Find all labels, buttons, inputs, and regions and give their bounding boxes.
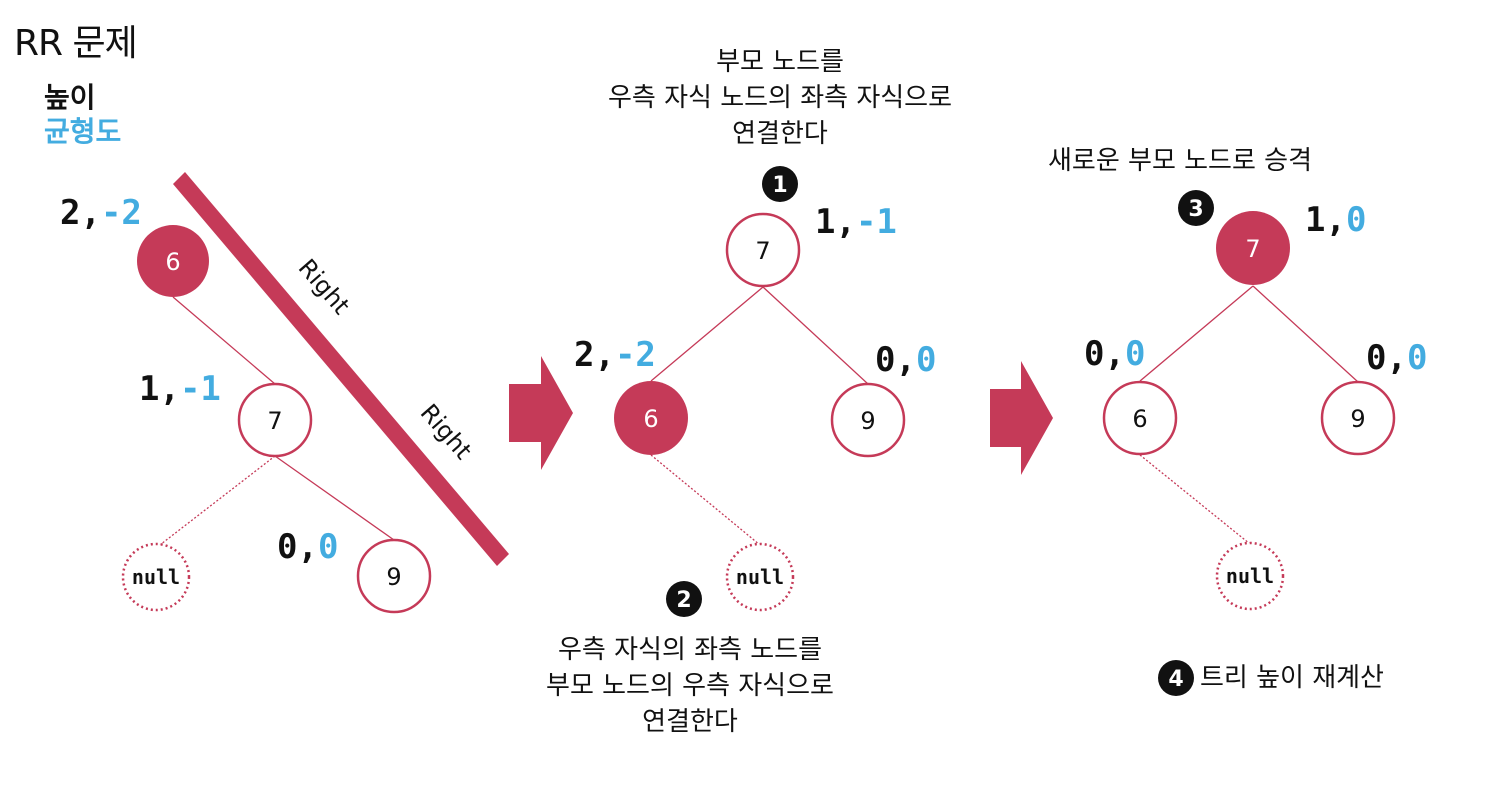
page-title: RR 문제 — [14, 23, 138, 64]
arrow-right-2 — [990, 361, 1053, 475]
hb-after-7: 1,0 — [1305, 200, 1367, 240]
edge-7-9 — [274, 455, 395, 541]
step-2-caption: 우측 자식의 좌측 노드를 부모 노드의 우측 자식으로 연결한다 — [500, 632, 880, 740]
node-9 — [830, 382, 906, 458]
node-9-label: 9 — [1350, 405, 1365, 433]
node-6 — [137, 225, 209, 297]
hb-middle-7: 1,-1 — [815, 202, 897, 242]
rotation-label-1: Right — [293, 254, 356, 320]
tree-middle: 7 6 9 null — [614, 212, 906, 612]
step-marker-3: 3 — [1178, 190, 1214, 226]
node-7-label: 7 — [1245, 235, 1260, 263]
svg-text:3: 3 — [1188, 197, 1203, 222]
hb-before-9: 0,0 — [277, 527, 339, 567]
arrow-right-1 — [509, 356, 573, 470]
node-6-label: 6 — [1132, 405, 1147, 433]
edge-7-6 — [1139, 285, 1254, 382]
legend-height: 높이 — [44, 81, 96, 114]
node-9 — [356, 538, 432, 614]
hb-after-9: 0,0 — [1366, 338, 1428, 378]
edge-7-9 — [762, 286, 869, 385]
node-6-label: 6 — [165, 248, 180, 276]
node-9-label: 9 — [386, 563, 401, 591]
edge-7-6 — [650, 286, 764, 382]
legend-balance: 균형도 — [44, 115, 122, 148]
step-marker-2: 2 — [666, 581, 702, 617]
null-node — [725, 542, 795, 612]
node-6-label: 6 — [643, 405, 658, 433]
hb-after-6: 0,0 — [1084, 334, 1146, 374]
null-node-label: null — [1226, 564, 1274, 588]
tree-after: 7 6 9 null — [1102, 211, 1396, 611]
tree-before: 6 7 null 9 — [121, 225, 432, 614]
rotation-bar — [173, 172, 509, 566]
node-7 — [725, 212, 801, 288]
null-node-label: null — [736, 565, 784, 589]
node-9-label: 9 — [860, 407, 875, 435]
step-marker-1: 1 — [762, 166, 798, 202]
node-9 — [1320, 380, 1396, 456]
edge-6-null — [1139, 454, 1251, 545]
null-node — [121, 542, 191, 612]
hb-middle-6: 2,-2 — [574, 335, 656, 375]
edge-6-7 — [172, 296, 276, 385]
node-7 — [237, 382, 313, 458]
node-7 — [1216, 211, 1290, 285]
edge-7-null — [155, 455, 276, 549]
hb-middle-9: 0,0 — [875, 340, 937, 380]
step-1-line-1: 부모 노드를 — [716, 47, 844, 77]
null-node-label: null — [132, 565, 180, 589]
node-7-label: 7 — [755, 237, 770, 265]
step-4-caption: 트리 높이 재계산 — [1200, 663, 1384, 693]
step-1-line-3: 연결한다 — [732, 119, 828, 149]
hb-before-7: 1,-1 — [139, 369, 221, 409]
node-6 — [614, 381, 688, 455]
svg-text:2: 2 — [676, 588, 691, 613]
svg-text:1: 1 — [772, 173, 787, 198]
edge-7-9 — [1252, 285, 1359, 383]
step-2-line-3: 연결한다 — [642, 707, 738, 737]
svg-text:4: 4 — [1168, 667, 1183, 692]
edge-6-null — [650, 454, 761, 546]
step-marker-4: 4 — [1158, 660, 1194, 696]
step-2-line-2: 부모 노드의 우측 자식으로 — [546, 671, 834, 701]
null-node — [1215, 541, 1285, 611]
node-7-label: 7 — [267, 407, 282, 435]
step-1-caption: 부모 노드를 우측 자식 노드의 좌측 자식으로 연결한다 — [580, 44, 980, 152]
step-3-caption: 새로운 부모 노드로 승격 — [1048, 146, 1312, 176]
node-6 — [1102, 380, 1178, 456]
step-1-line-2: 우측 자식 노드의 좌측 자식으로 — [607, 83, 953, 113]
step-2-line-1: 우측 자식의 좌측 노드를 — [558, 635, 822, 665]
hb-before-6: 2,-2 — [60, 193, 142, 233]
